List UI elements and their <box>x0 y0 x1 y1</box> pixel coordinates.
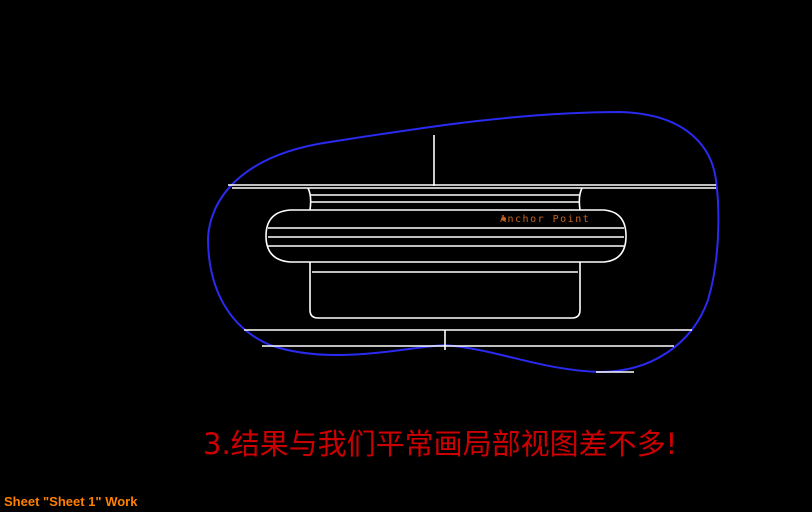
anchor-point-marker[interactable] <box>502 217 506 221</box>
lower-block <box>309 262 581 319</box>
anchor-point-label: Anchor Point <box>500 214 590 225</box>
status-bar-text: Sheet "Sheet 1" Work <box>4 494 138 509</box>
part-geometry <box>228 135 716 373</box>
rounded-slot <box>265 209 627 263</box>
tutorial-caption: 3.结果与我们平常画局部视图差不多! <box>203 427 678 461</box>
upper-flange <box>307 187 583 211</box>
boundary-spline[interactable] <box>206 110 720 374</box>
